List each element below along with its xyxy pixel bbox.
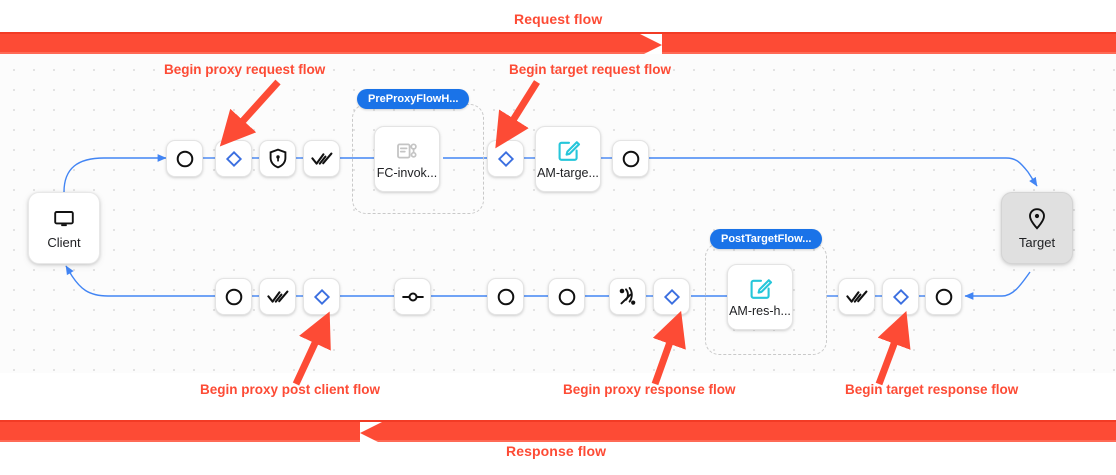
- diamond-icon: [497, 150, 515, 168]
- request-flow-band: [0, 32, 1116, 56]
- node-policy-am-target-label: AM-targe...: [537, 166, 599, 180]
- endpoint-link-icon: [401, 290, 425, 304]
- double-check-icon: [310, 151, 333, 167]
- endpoint-client[interactable]: Client: [28, 192, 100, 264]
- response-flow-label: Response flow: [506, 443, 607, 459]
- node-response-circle-1[interactable]: [215, 278, 252, 315]
- annotation-begin-proxy-response-flow: Begin proxy response flow: [563, 382, 736, 397]
- endpoint-target[interactable]: Target: [1001, 192, 1073, 264]
- node-response-condition-3[interactable]: [882, 278, 919, 315]
- endpoint-client-label: Client: [47, 234, 81, 250]
- node-policy-am-response-label: AM-res-h...: [729, 304, 791, 318]
- response-band-arrowhead: [360, 422, 382, 444]
- node-request-condition-2[interactable]: [487, 140, 524, 177]
- node-policy-am-target[interactable]: AM-targe...: [535, 126, 601, 192]
- circle-icon: [496, 287, 516, 307]
- edit-pencil-icon: [556, 138, 581, 163]
- node-request-circle-2[interactable]: [612, 140, 649, 177]
- node-policy-fc-invoke[interactable]: FC-invok...: [374, 126, 446, 198]
- diamond-icon: [313, 288, 331, 306]
- flow-callout-icon: [395, 139, 419, 163]
- annotation-begin-target-response-flow: Begin target response flow: [845, 382, 1019, 397]
- circle-icon: [557, 287, 577, 307]
- node-response-broadcast[interactable]: [609, 278, 646, 315]
- annotation-begin-target-request-flow: Begin target request flow: [509, 62, 672, 77]
- flow-canvas[interactable]: [0, 54, 1116, 373]
- response-flow-band: [0, 420, 1116, 444]
- circle-icon: [224, 287, 244, 307]
- location-pin-icon: [1026, 207, 1048, 231]
- request-flow-label: Request flow: [514, 11, 603, 27]
- node-response-circle-2[interactable]: [487, 278, 524, 315]
- monitor-icon: [52, 207, 76, 231]
- diamond-icon: [892, 288, 910, 306]
- node-policy-am-response[interactable]: AM-res-h...: [727, 264, 799, 336]
- circle-icon: [621, 149, 641, 169]
- chip-post-target-flow[interactable]: PostTargetFlow...: [710, 229, 823, 249]
- node-request-condition-1[interactable]: [215, 140, 252, 177]
- request-band-arrowhead: [640, 34, 662, 56]
- node-request-verify[interactable]: [303, 140, 340, 177]
- node-response-endpoint-link[interactable]: [394, 278, 431, 315]
- circle-icon: [934, 287, 954, 307]
- node-response-condition-1[interactable]: [303, 278, 340, 315]
- broadcast-icon: [617, 286, 639, 308]
- shield-lock-icon: [268, 148, 288, 169]
- node-request-circle-1[interactable]: [166, 140, 203, 177]
- circle-icon: [175, 149, 195, 169]
- double-check-icon: [266, 289, 289, 305]
- edit-pencil-icon: [748, 276, 773, 301]
- node-response-circle-4[interactable]: [925, 278, 962, 315]
- double-check-icon: [845, 289, 868, 305]
- node-response-condition-2[interactable]: [653, 278, 690, 315]
- node-response-verify-1[interactable]: [259, 278, 296, 315]
- node-policy-fc-invoke-label: FC-invok...: [376, 165, 438, 180]
- annotation-begin-proxy-post-client-flow: Begin proxy post client flow: [200, 382, 381, 397]
- annotation-begin-proxy-request-flow: Begin proxy request flow: [164, 62, 326, 77]
- endpoint-target-label: Target: [1018, 234, 1056, 250]
- diamond-icon: [225, 150, 243, 168]
- node-response-circle-3[interactable]: [548, 278, 585, 315]
- node-request-security[interactable]: [259, 140, 296, 177]
- node-response-verify-2[interactable]: [838, 278, 875, 315]
- chip-pre-proxy-flow[interactable]: PreProxyFlowH...: [357, 89, 470, 109]
- diamond-icon: [663, 288, 681, 306]
